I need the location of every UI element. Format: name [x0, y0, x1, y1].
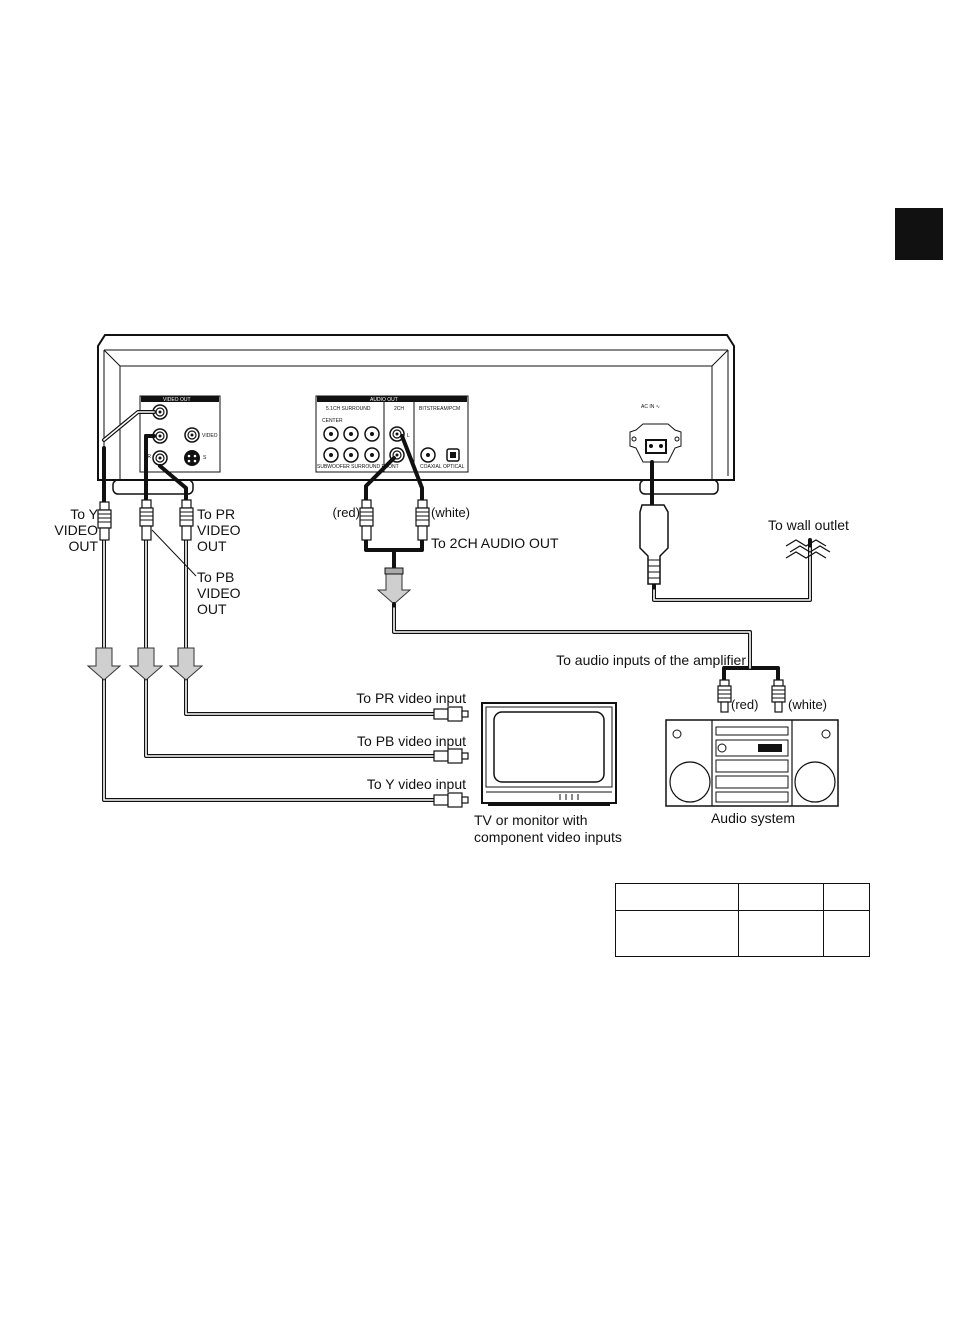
white-label-amp: (white): [788, 697, 827, 712]
to-y-video-input-label: To Y video input: [367, 776, 466, 792]
table-cell: [738, 883, 824, 911]
l-jack-label: L: [407, 433, 410, 439]
rca-plug-y-tv: [433, 792, 469, 808]
s-video-jack: [184, 450, 200, 466]
video-out-label: VIDEO OUT: [163, 397, 191, 403]
power-cord: [650, 460, 831, 602]
direction-arrow-pb: [128, 647, 164, 681]
to-pb-video-input-label: To PB video input: [357, 733, 466, 749]
rca-plug-white-player: [415, 499, 430, 541]
center-label: CENTER: [322, 418, 343, 424]
rca-plug-white-amp: [771, 679, 786, 713]
surround-jack-row-2: [323, 447, 380, 463]
to-audio-inputs-label: To audio inputs of the amplifier: [556, 652, 746, 668]
audio-out-section: AUDIO OUT 5.1CH SURROUND 2CH BITSTREAM/P…: [315, 395, 469, 473]
to-pr-out-label: OUT: [197, 538, 227, 554]
to-pr-label: To PR: [197, 506, 235, 522]
optical-jack: [446, 448, 460, 462]
to-y-out-label: OUT: [68, 538, 98, 554]
s-jack-label: S: [203, 455, 207, 461]
table-cell: [738, 910, 824, 957]
to-pr-video-label: VIDEO: [197, 522, 241, 538]
audio-system-label: Audio system: [711, 810, 795, 826]
audio-cable: [364, 434, 780, 682]
page-tab-marker: [895, 208, 943, 260]
to-pb-out-label: OUT: [197, 601, 227, 617]
composite-video-jack: [184, 427, 200, 443]
audio-system: [665, 719, 839, 807]
direction-arrow-pr: [168, 647, 204, 681]
label-to-y-video-out: To Y VIDEO OUT: [54, 506, 98, 554]
to-wall-outlet-label: To wall outlet: [768, 517, 849, 533]
label-to-pr-video-out: To PR VIDEO OUT: [197, 506, 241, 554]
rca-plug-red-player: [359, 499, 374, 541]
component-video-cables: [102, 410, 468, 802]
tv-caption-line-2: component video inputs: [474, 829, 622, 845]
tv-monitor: [481, 702, 617, 806]
table-cell: [823, 883, 870, 911]
table-cell: [615, 910, 739, 957]
to-y-video-label: VIDEO: [54, 522, 98, 538]
to-2ch-audio-out-label: To 2CH AUDIO OUT: [431, 535, 559, 551]
pr-jack: [152, 450, 168, 466]
coaxial-jack: [420, 447, 436, 463]
subwoofer-surround-front-label: SUBWOOFER SURROUND FRONT: [317, 464, 399, 470]
bitstream-pcm-label: BITSTREAM/PCM: [419, 406, 460, 412]
surround-jack-row-1: [323, 426, 380, 442]
label-to-pb-video-out: To PB VIDEO OUT: [197, 569, 241, 617]
surround-51ch-label: 5.1CH SURROUND: [326, 406, 371, 412]
cable-splitter: [384, 567, 404, 575]
ac-inlet: AC IN ∿: [629, 404, 682, 463]
red-label-player: (red): [333, 505, 360, 520]
to-pb-video-label: VIDEO: [197, 585, 241, 601]
table-row: [615, 910, 870, 957]
rca-plug-y-player: [97, 501, 112, 541]
spec-table: [615, 883, 870, 957]
audio-out-label: AUDIO OUT: [370, 397, 398, 403]
two-ch-label: 2CH: [394, 406, 404, 412]
video-jack-label: VIDEO: [202, 433, 218, 439]
to-pr-video-input-label: To PR video input: [356, 690, 466, 706]
rca-plug-pb-tv: [433, 748, 469, 764]
table-row: [615, 883, 870, 911]
rca-plug-pr-tv: [433, 706, 469, 722]
coaxial-label: COAXIAL: [420, 464, 442, 470]
tv-caption-line-1: TV or monitor with: [474, 812, 588, 828]
rca-plug-red-amp: [717, 679, 732, 713]
power-plug: [639, 504, 669, 585]
table-cell: [823, 910, 870, 957]
direction-arrow-audio: [376, 571, 412, 605]
rca-plug-pb-player: [139, 499, 154, 541]
white-label-player: (white): [431, 505, 470, 520]
ac-in-label: AC IN ∿: [641, 404, 660, 410]
optical-label: OPTICAL: [443, 464, 465, 470]
direction-arrow-y: [86, 647, 122, 681]
table-cell: [615, 883, 739, 911]
rca-plug-pr-player: [179, 499, 194, 541]
red-label-amp: (red): [731, 697, 758, 712]
to-pb-label: To PB: [197, 569, 234, 585]
to-y-label: To Y: [70, 506, 98, 522]
